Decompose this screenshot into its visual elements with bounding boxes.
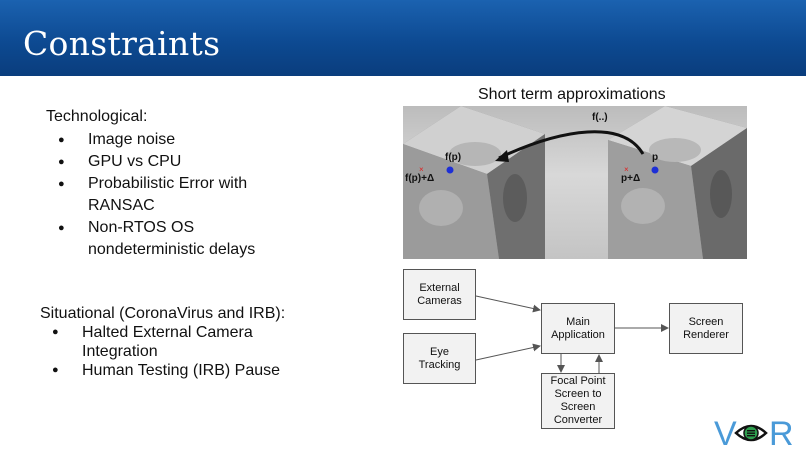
f-dots-label: f(..) [592,112,608,123]
list-item: Human Testing (IRB) Pause [52,361,282,380]
list-item: Halted External Camera Integration [52,323,282,361]
p-label: p [652,152,659,163]
main-application-box: Main Application [541,303,615,354]
svg-text:R: R [769,415,792,450]
eye-logo-icon: V R [714,415,794,453]
situational-heading: Situational (CoronaVirus and IRB): [40,305,286,322]
list-item: Image noise [58,129,278,151]
title-bar: Constraints [0,0,806,76]
vor-logo: V R [714,414,794,453]
technological-heading: Technological: [46,108,148,125]
p-delta-label: p+Δ [621,173,641,184]
fp-delta-label: f(p)+Δ [405,173,435,184]
focal-point-converter-box: Focal Point Screen to Screen Converter [541,373,615,429]
screen-renderer-box: Screen Renderer [669,303,743,354]
figure-caption: Short term approximations [478,86,666,103]
external-cameras-box: External Cameras [403,269,476,320]
situational-list: Halted External Camera Integration Human… [52,323,282,380]
approximation-photo: × × f(..) f(p) f(p)+Δ p p+Δ [403,106,747,259]
list-item: Non-RTOS OS nondeterministic delays [58,217,278,261]
technological-list: Image noise GPU vs CPU Probabilistic Err… [58,129,278,261]
cube-illustration: × × [403,106,747,259]
list-item: GPU vs CPU [58,151,278,173]
list-item: Probabilistic Error with RANSAC [58,173,278,217]
slide-title: Constraints [23,24,221,63]
svg-text:V: V [714,415,737,450]
eye-tracking-box: Eye Tracking [403,333,476,384]
svg-text:×: × [624,165,629,174]
svg-text:×: × [419,165,424,174]
fp-label: f(p) [445,152,462,163]
